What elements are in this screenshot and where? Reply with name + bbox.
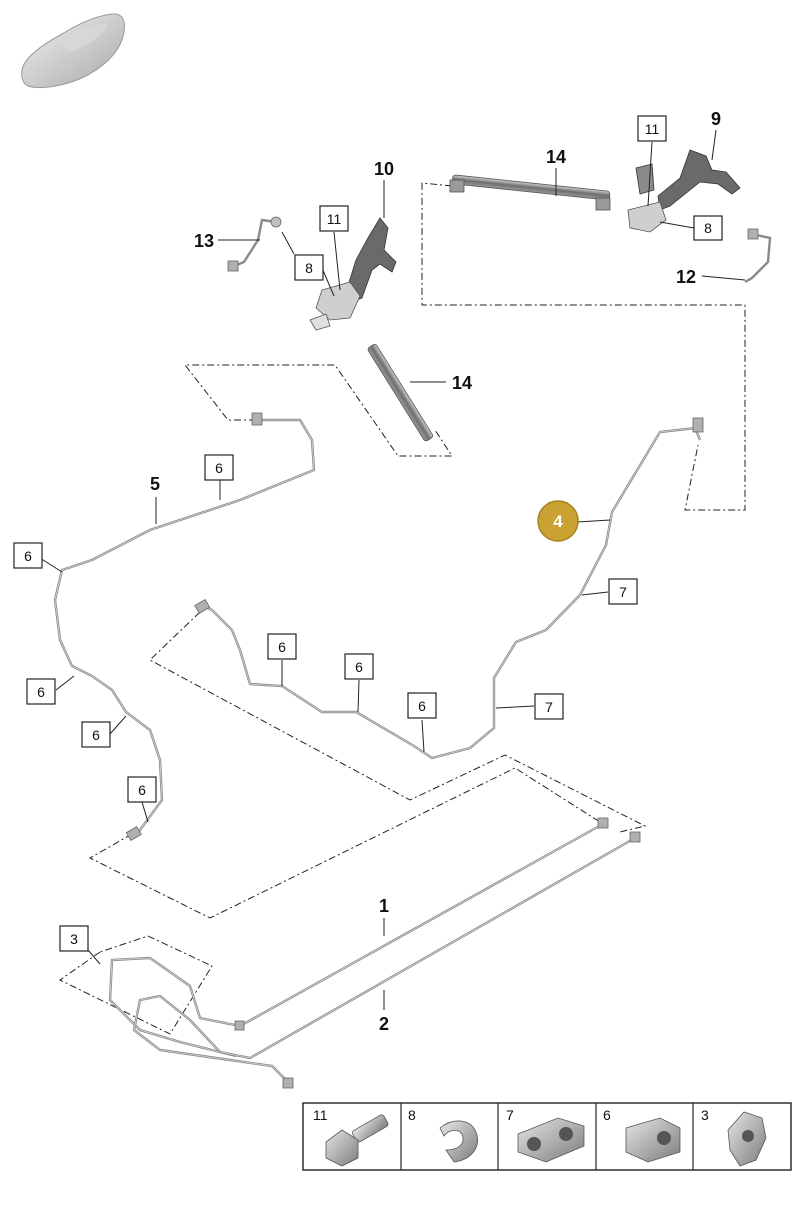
boxed-callout-6-g: 6 bbox=[344, 653, 374, 680]
boxed-callout-8-left: 8 bbox=[294, 254, 324, 281]
boxed-callout-7-a: 7 bbox=[608, 578, 638, 605]
svg-text:8: 8 bbox=[704, 220, 712, 236]
dashed-guide-lines bbox=[59, 182, 746, 1035]
double-pipe-holder-icon bbox=[517, 1117, 585, 1163]
single-pipe-holder-icon bbox=[625, 1117, 681, 1163]
svg-text:6: 6 bbox=[138, 782, 146, 798]
legend-label-6: 6 bbox=[603, 1107, 611, 1123]
brake-pipe-12 bbox=[744, 228, 772, 284]
callout-9: 9 bbox=[711, 109, 721, 129]
svg-text:3: 3 bbox=[70, 931, 78, 947]
leader-lines bbox=[39, 129, 746, 1010]
legend-cell-3[interactable]: 3 bbox=[701, 1107, 767, 1167]
svg-text:6: 6 bbox=[24, 548, 32, 564]
svg-text:7: 7 bbox=[545, 699, 553, 715]
brake-pipe-4 bbox=[194, 417, 704, 760]
legend-cell-7[interactable]: 7 bbox=[506, 1107, 585, 1163]
legend-label-3: 3 bbox=[701, 1107, 709, 1123]
boxed-callout-6-d: 6 bbox=[81, 721, 111, 748]
legend-cell-8[interactable]: 8 bbox=[408, 1107, 478, 1163]
boxed-callout-6-h: 6 bbox=[407, 692, 437, 719]
brake-pipe-1 bbox=[108, 817, 609, 1058]
clip-icon bbox=[439, 1120, 478, 1163]
callout-4-label: 4 bbox=[553, 512, 563, 531]
bracket-10 bbox=[309, 217, 397, 331]
svg-text:6: 6 bbox=[92, 727, 100, 743]
boxed-callout-6-c: 6 bbox=[26, 678, 56, 705]
legend-cell-11[interactable]: 11 bbox=[313, 1107, 389, 1167]
boxed-callout-8-top: 8 bbox=[693, 215, 723, 241]
svg-text:6: 6 bbox=[37, 684, 45, 700]
boxed-callout-7-b: 7 bbox=[534, 693, 564, 720]
svg-text:7: 7 bbox=[619, 584, 627, 600]
callout-12: 12 bbox=[676, 267, 696, 287]
brake-pipe-13 bbox=[227, 216, 282, 272]
svg-text:11: 11 bbox=[327, 211, 342, 227]
svg-text:6: 6 bbox=[418, 698, 426, 714]
callout-14-middle: 14 bbox=[452, 373, 472, 393]
boxed-callout-11-left: 11 bbox=[319, 205, 349, 232]
bolt-icon bbox=[325, 1114, 389, 1167]
boxed-callout-6-b: 6 bbox=[13, 542, 43, 569]
bracket-9 bbox=[627, 149, 741, 233]
legend-label-7: 7 bbox=[506, 1107, 514, 1123]
parts-legend: 11 8 7 6 bbox=[302, 1102, 792, 1171]
legend-label-11: 11 bbox=[313, 1107, 328, 1123]
car-silhouette-icon bbox=[21, 13, 125, 89]
brake-hose-14-middle bbox=[367, 344, 433, 442]
brake-hose-14-top bbox=[449, 174, 611, 211]
brake-pipe-2 bbox=[132, 831, 641, 1089]
svg-text:6: 6 bbox=[355, 659, 363, 675]
retaining-clip-icon bbox=[727, 1111, 767, 1167]
brake-pipe-5 bbox=[53, 412, 316, 842]
callout-5: 5 bbox=[150, 474, 160, 494]
callout-1: 1 bbox=[379, 896, 389, 916]
svg-text:11: 11 bbox=[645, 121, 660, 137]
legend-label-8: 8 bbox=[408, 1107, 416, 1123]
callout-2: 2 bbox=[379, 1014, 389, 1034]
callout-14-top: 14 bbox=[546, 147, 566, 167]
boxed-callout-6-a: 6 bbox=[204, 454, 234, 481]
svg-text:6: 6 bbox=[215, 460, 223, 476]
boxed-callout-6-e: 6 bbox=[127, 776, 157, 803]
legend-cell-6[interactable]: 6 bbox=[603, 1107, 681, 1163]
svg-text:6: 6 bbox=[278, 639, 286, 655]
callout-13: 13 bbox=[194, 231, 214, 251]
callout-4-highlight[interactable]: 4 bbox=[537, 500, 579, 542]
svg-text:8: 8 bbox=[305, 260, 313, 276]
boxed-callout-11-top: 11 bbox=[637, 115, 667, 142]
callout-10: 10 bbox=[374, 159, 394, 179]
boxed-callout-3: 3 bbox=[59, 925, 89, 952]
boxed-callout-6-f: 6 bbox=[267, 633, 297, 660]
